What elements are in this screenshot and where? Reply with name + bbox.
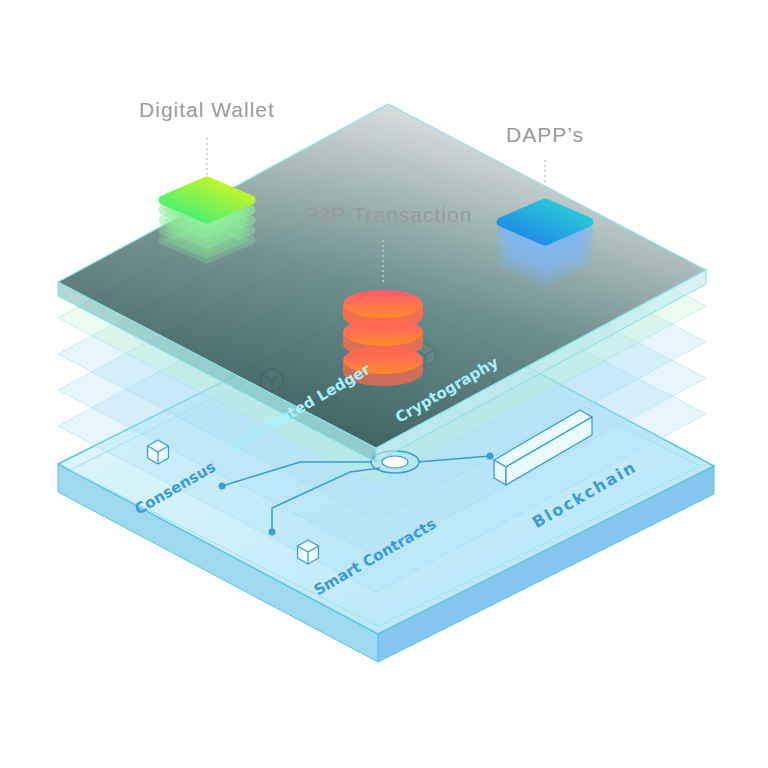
top-plate	[58, 104, 706, 448]
cube-icon	[298, 540, 319, 564]
wire-dot	[219, 483, 226, 490]
feature-label: Digital Wallet	[139, 97, 275, 122]
blockchain-prism	[494, 410, 592, 485]
hub-core	[382, 456, 408, 468]
cylinder-disc	[343, 290, 423, 318]
feature-label: P2P Transaction	[304, 202, 473, 227]
top-icons	[163, 181, 589, 386]
wire	[272, 468, 380, 532]
wire	[222, 462, 372, 486]
cube-icon	[148, 440, 169, 464]
leader-line	[382, 240, 384, 285]
middle-layers	[58, 140, 706, 592]
cube-edge	[148, 446, 169, 464]
leader-line	[544, 160, 546, 205]
stack-layer	[501, 203, 589, 241]
prism-front	[506, 417, 592, 485]
circuit-lines	[222, 456, 490, 532]
wire-dot	[487, 453, 494, 460]
prism-end	[494, 460, 506, 485]
cube-edge	[298, 546, 319, 564]
wire-dot	[269, 529, 276, 536]
stack-layer	[163, 181, 251, 219]
wire	[418, 456, 490, 462]
leader-lines	[207, 138, 545, 285]
wire-dots	[219, 453, 494, 536]
feature-label: DAPP’s	[506, 122, 584, 147]
